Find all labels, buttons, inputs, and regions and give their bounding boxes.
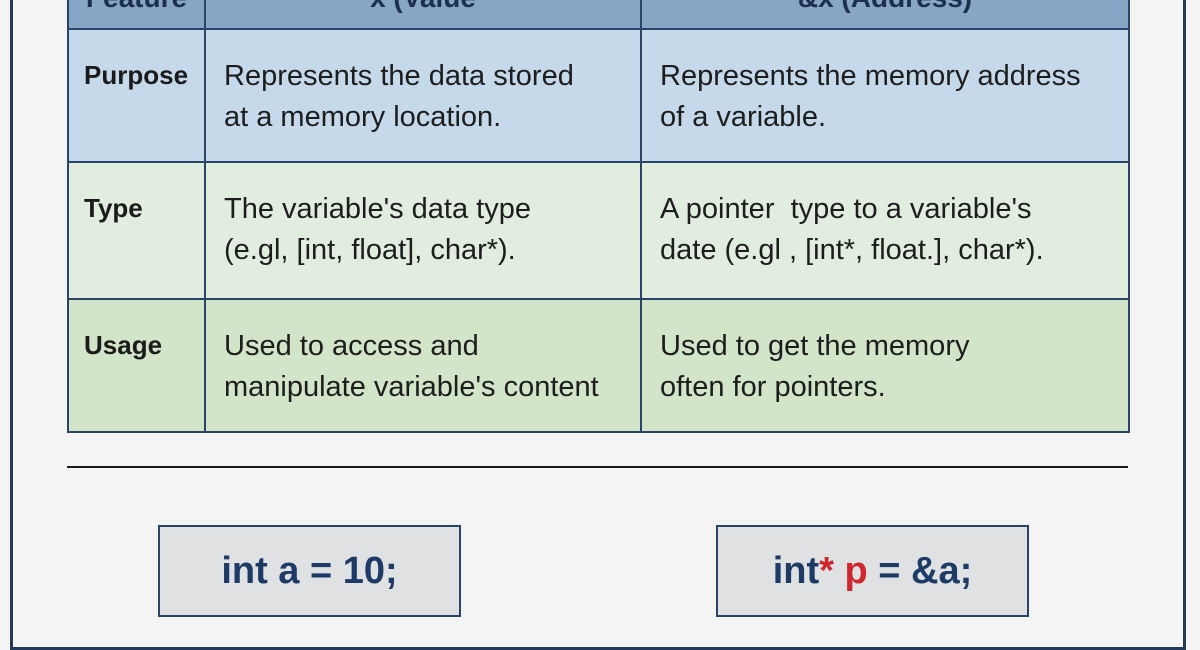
table-header-row: Feature x (Value &x (Address) <box>67 0 1130 30</box>
code-pointer-assign: = &a; <box>867 549 973 592</box>
cell-line: at a memory location. <box>224 101 502 133</box>
section-divider <box>67 466 1128 468</box>
code-declaration: int a = 10; <box>221 549 398 592</box>
code-box-pointer: int* p = &a; <box>716 525 1029 617</box>
value-cell: The variable's data type (e.gl, [int, fl… <box>204 161 642 300</box>
cell-line: often for pointers. <box>660 371 886 403</box>
cell-line: (e.gl, [int, float], char*). <box>224 234 516 266</box>
code-box-declaration: int a = 10; <box>158 525 461 617</box>
cell-line: A pointer type to a variable's <box>660 193 1032 225</box>
code-pointer-star: * <box>819 549 834 592</box>
header-address: &x (Address) <box>640 0 1130 30</box>
address-cell: Used to get the memory often for pointer… <box>640 298 1130 433</box>
table-row-usage: Usage Used to access and manipulate vari… <box>67 298 1130 433</box>
cell-line: manipulate variable's content <box>224 371 599 403</box>
value-cell: Used to access and manipulate variable's… <box>204 298 642 433</box>
cell-line: Represents the memory address <box>660 60 1081 92</box>
table-row-type: Type The variable's data type (e.gl, [in… <box>67 161 1130 300</box>
row-label: Type <box>67 161 206 300</box>
address-cell: Represents the memory address of a varia… <box>640 28 1130 163</box>
comparison-table: Feature x (Value &x (Address) Purpose Re… <box>67 0 1130 433</box>
cell-line: Represents the data stored <box>224 60 574 92</box>
row-label: Usage <box>67 298 206 433</box>
cell-line: of a variable. <box>660 101 827 133</box>
code-pointer-type: int <box>772 549 820 592</box>
header-feature: Feature <box>67 0 206 30</box>
cell-line: The variable's data type <box>224 193 531 225</box>
header-value: x (Value <box>204 0 642 30</box>
table-row-purpose: Purpose Represents the data stored at a … <box>67 28 1130 163</box>
code-pointer-name: p <box>833 549 868 592</box>
cell-line: Used to access and <box>224 330 479 362</box>
cell-line: Used to get the memory <box>660 330 970 362</box>
cell-line: date (e.gl , [int*, float.], char*). <box>660 234 1044 266</box>
value-cell: Represents the data stored at a memory l… <box>204 28 642 163</box>
address-cell: A pointer type to a variable's date (e.g… <box>640 161 1130 300</box>
row-label: Purpose <box>67 28 206 163</box>
